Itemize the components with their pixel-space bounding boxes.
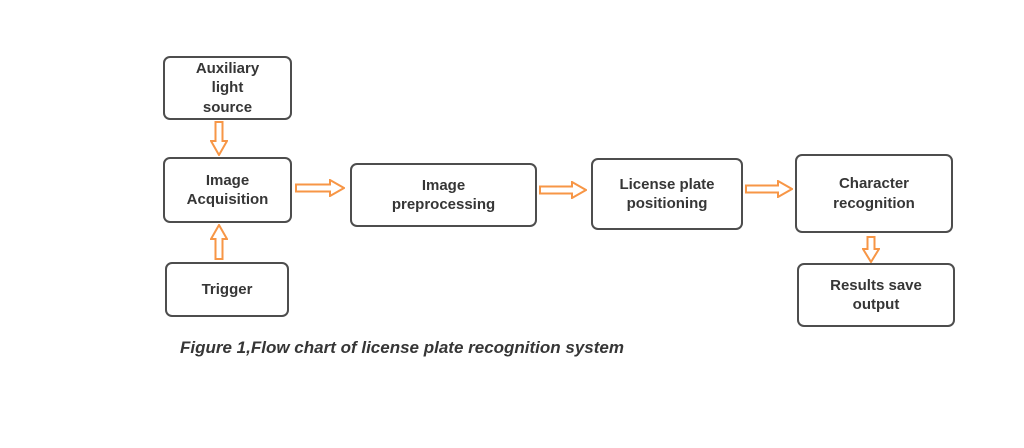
arrow-up-icon (210, 224, 228, 260)
node-auxiliary-light-source: Auxiliary light source (163, 56, 292, 120)
node-image-preprocessing: Image preprocessing (350, 163, 537, 227)
arrow-down-icon (210, 121, 228, 156)
figure-caption: Figure 1,Flow chart of license plate rec… (180, 338, 624, 357)
node-character-recognition: Character recognition (795, 154, 953, 233)
node-results-save-output: Results save output (797, 263, 955, 327)
node-image-acquisition: Image Acquisition (163, 157, 292, 223)
node-license-plate-positioning: License plate positioning (591, 158, 743, 230)
arrow-right-icon (539, 181, 587, 199)
arrow-right-icon (295, 179, 345, 197)
arrow-down-icon (862, 236, 880, 263)
arrow-right-icon (745, 180, 793, 198)
node-trigger: Trigger (165, 262, 289, 317)
